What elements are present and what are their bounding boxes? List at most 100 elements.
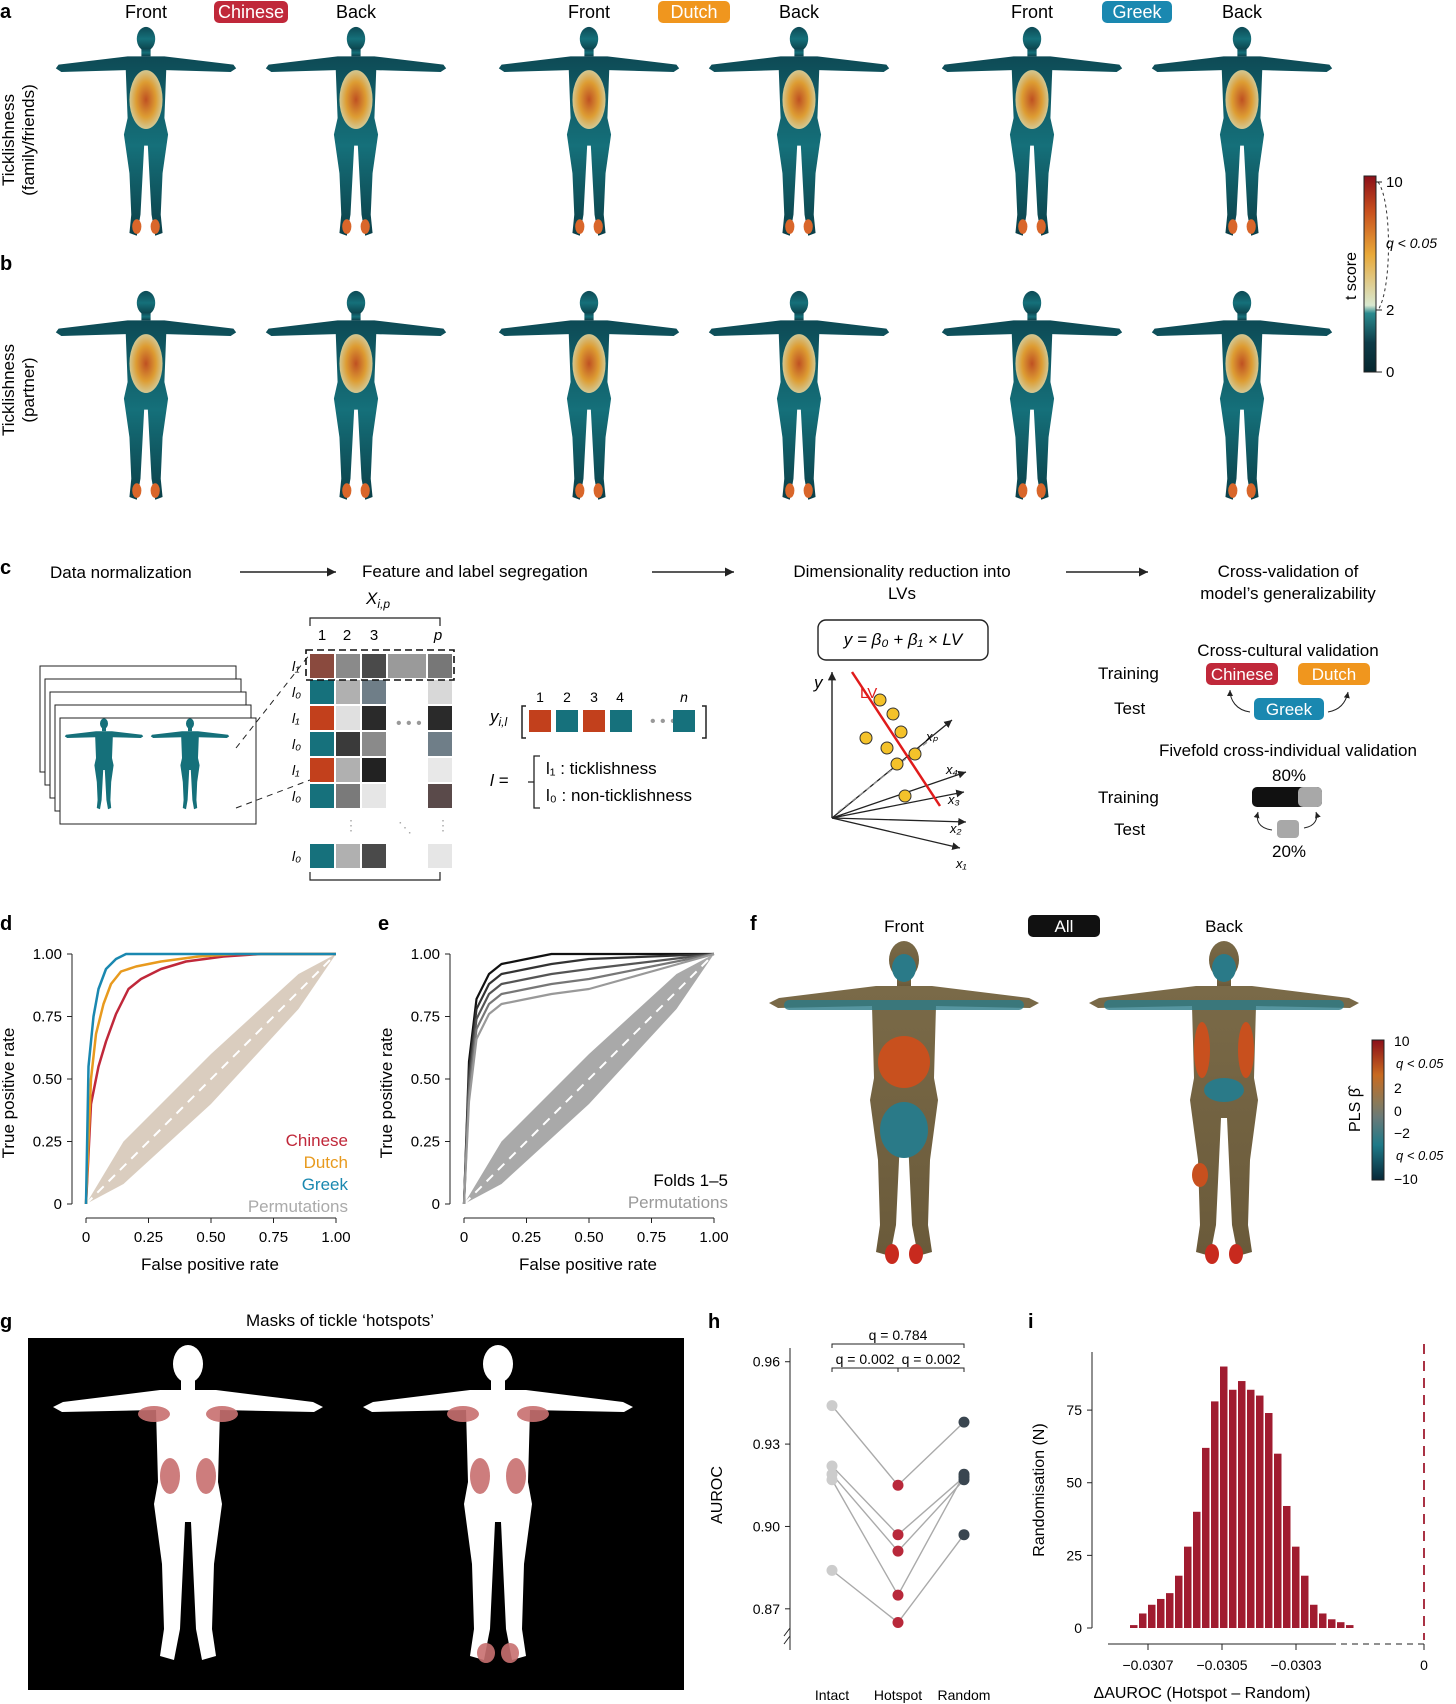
h-point-intact — [826, 1400, 838, 1412]
i-ytick-label: 75 — [1066, 1402, 1082, 1418]
step-data-normalization: Data normalization — [50, 563, 192, 582]
i-hist-bar — [1346, 1625, 1354, 1628]
i-hist-bar — [1148, 1604, 1156, 1628]
matrix-col-p: p — [433, 627, 442, 644]
matrix-cell — [310, 706, 334, 730]
row-b-label-2: (partner) — [19, 357, 38, 422]
matrix-cell — [362, 680, 386, 704]
e-diag — [463, 953, 715, 1205]
l-def-nonticklish: l₀ : non-ticklishness — [546, 786, 692, 805]
body-maps-row-a — [55, 26, 1333, 236]
lv-label: LV — [860, 685, 877, 702]
y-col-n: n — [680, 689, 688, 705]
i-hist-bar — [1319, 1613, 1327, 1628]
ci-training-label: Training — [1098, 788, 1159, 807]
panel-f-pls: Front All Back 10 2 0 −2 −10 q < 0.05 q … — [769, 915, 1444, 1264]
l-def-ticklish: l₁ : ticklishness — [546, 759, 657, 778]
body-map-a-5 — [1151, 26, 1333, 236]
lv-axis-x2: x₂ — [949, 821, 962, 836]
cc-test-greek: Greek — [1266, 700, 1313, 719]
d-xtick-label: 0.75 — [259, 1229, 288, 1246]
i-xtick-label: −0.0305 — [1197, 1657, 1248, 1673]
i-hist-bar — [1238, 1381, 1246, 1628]
h-annotation-q1: q = 0.784 — [869, 1327, 928, 1343]
d-xlabel: False positive rate — [141, 1255, 279, 1274]
f-q-bottom: q < 0.05 — [1396, 1148, 1444, 1163]
f-back: Back — [1205, 917, 1243, 936]
slide-zoom-line-1 — [235, 653, 311, 749]
i-hist-bar — [1256, 1395, 1264, 1628]
matrix-cell — [362, 706, 386, 730]
matrix-cell — [428, 784, 452, 808]
panel-d-roc: True positive rate False positive rate 0… — [0, 946, 351, 1274]
header-back-3: Back — [1222, 2, 1263, 22]
pls-equation: y = β₀ + β₁ × LV — [843, 630, 964, 649]
d-ytick-label: 0.25 — [33, 1134, 62, 1151]
matrix-cell — [428, 680, 452, 704]
d-ytick-label: 1.00 — [33, 946, 62, 963]
e-roc-fold-2 — [462, 952, 715, 1205]
matrix-row-label: l₁ — [292, 658, 300, 674]
y-col-2: 2 — [563, 689, 571, 705]
i-hist-bar — [1265, 1413, 1273, 1628]
h-point-intact — [826, 1474, 838, 1486]
row-labels: Ticklishness (family/friends) Ticklishne… — [0, 84, 38, 436]
i-hist-bar — [1130, 1625, 1138, 1628]
panel-letter-h: h — [708, 1311, 720, 1333]
panel-letter-b: b — [0, 253, 12, 275]
f-tick-m2: −2 — [1394, 1125, 1410, 1141]
i-hist-bar — [1301, 1575, 1309, 1628]
h-point-intact — [826, 1564, 838, 1576]
matrix-cell — [362, 758, 386, 782]
matrix-cell — [310, 784, 334, 808]
lv-axis-x4: x₄ — [945, 762, 958, 777]
i-hist-bar — [1247, 1389, 1255, 1628]
e-legend-permutations: Permutations — [628, 1193, 728, 1212]
matrix-row-label: l₀ — [292, 736, 301, 752]
matrix-cell — [310, 654, 334, 678]
body-map-a-3 — [708, 26, 890, 236]
culture-tag-chinese — [214, 1, 288, 23]
d-diag — [85, 953, 337, 1205]
matrix-col-3: 3 — [370, 627, 378, 644]
h-ytick-label: 0.90 — [753, 1518, 780, 1534]
i-xtick-label: −0.0303 — [1271, 1657, 1322, 1673]
ci-validation-title: Fivefold cross-individual validation — [1159, 741, 1417, 760]
matrix-highlight-row — [305, 649, 455, 681]
tscore-tick-2: 2 — [1386, 302, 1394, 319]
ci-pct-train: 80% — [1272, 766, 1306, 785]
matrix-row-label: l₁ — [292, 710, 300, 726]
lv-axis-x1: x₁ — [955, 856, 967, 871]
h-point-hotspot — [892, 1529, 904, 1541]
i-hist-bar — [1211, 1401, 1219, 1628]
matrix-bracket-bottom — [309, 872, 441, 881]
h-subject-line — [831, 1405, 965, 1487]
f-front: Front — [884, 917, 924, 936]
i-ylabel: Randomisation (N) — [1031, 1423, 1048, 1556]
d-roc-chinese — [84, 952, 336, 1205]
matrix-cell — [428, 706, 452, 730]
e-xtick-label: 0 — [460, 1229, 468, 1246]
matrix-row-label: l₀ — [292, 848, 301, 864]
h-axis-break — [783, 1627, 791, 1645]
tscore-tick-10: 10 — [1386, 174, 1403, 191]
step-crossval-2: model’s generalizability — [1200, 584, 1376, 603]
body-map-b-1 — [265, 290, 447, 500]
matrix-cell — [428, 758, 452, 782]
e-ytick-label: 0.75 — [411, 1009, 440, 1026]
header-front-1: Front — [125, 2, 167, 22]
h-bracket-pairs — [831, 1367, 965, 1372]
d-legend-permutations: Permutations — [248, 1197, 348, 1216]
header-back-2: Back — [779, 2, 820, 22]
e-xtick-label: 0.50 — [574, 1229, 603, 1246]
d-roc-greek — [84, 952, 336, 1205]
i-hist-bar — [1175, 1575, 1183, 1628]
e-roc-fold-5 — [462, 952, 715, 1205]
cc-validation-title: Cross-cultural validation — [1197, 641, 1378, 660]
matrix-cell — [310, 732, 334, 756]
body-map-b-4 — [941, 290, 1123, 500]
e-ytick-label: 0.50 — [411, 1071, 440, 1088]
e-ytick-label: 0.25 — [411, 1134, 440, 1151]
panel-letter-a: a — [0, 1, 12, 23]
